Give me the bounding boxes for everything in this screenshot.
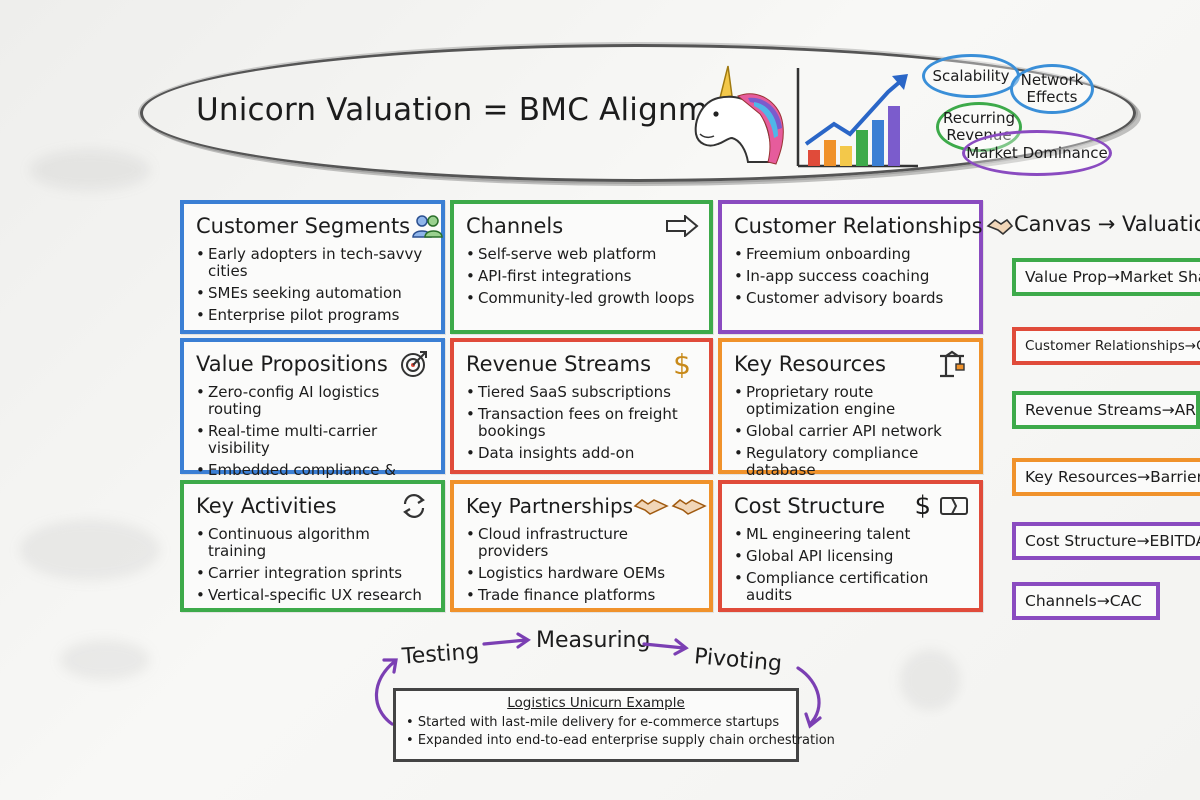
side-tag-customer-relationships: Customer Relationships→Churn [1012,327,1200,365]
list-item: Global API licensing [734,548,969,566]
card-title: Customer Segments [196,214,411,238]
example-item: • Expanded into end-to-ead enterprise su… [406,733,835,748]
list-item: SMEs seeking automation [196,285,431,303]
list-item: Transaction fees on freight bookings [466,406,699,440]
example-box: Logistics Unicurn Example • Started with… [393,688,835,762]
refresh-icon [397,492,431,520]
card-customer-segments: Customer Segments Early adopters in tech… [180,200,445,334]
list-item: Real-time multi-carrier visibility [196,423,431,457]
card-title: Key Activities [196,494,337,518]
card-title: Customer Relationships [734,214,983,238]
card-title: Channels [466,214,564,238]
card-key-activities: Key Activities Continuous algorithm trai… [180,480,445,612]
handshake-pair-icon [633,492,707,520]
card-key-partnerships: Key Partnerships Cloud infrastructure pr… [450,480,713,612]
list-item: Self-serve web platform [466,246,699,264]
arrow-left-loop [374,660,396,726]
card-revenue-streams: Revenue Streams $ Tiered SaaS subscripti… [450,338,713,474]
list-item: Global carrier API network [734,423,969,441]
side-tag-channels: Channels→CAC [1012,582,1160,620]
bubble-scalability: Scalability [922,54,1020,98]
list-item: ML engineering talent [734,526,969,544]
dollar-wallet-icon: $ [903,491,969,521]
list-item: Community-led growth loops [466,290,699,308]
card-channels: Channels Self-serve web platform API-fir… [450,200,713,334]
handshake-icon [983,212,1017,240]
list-item: Trade finance platforms [466,587,699,605]
flow-step-measuring: Measuring [536,628,651,653]
growth-chart-icon [796,68,918,168]
arrow-sign-icon [665,212,699,240]
list-item: In-app success coaching [734,268,969,286]
side-tag-key-resources: Key Resources→Barriers [1012,458,1200,496]
card-value-propositions: Value Propositions Zero-config AI logist… [180,338,445,496]
unicorn-growth-illustration [694,65,918,168]
side-tag-value-prop: Value Prop→Market Share [1012,258,1200,296]
people-icon [410,212,444,240]
side-tag-cost-structure: Cost Structure→EBITDA [1012,522,1200,560]
flow-arrows [374,632,822,729]
card-title: Cost Structure [734,494,886,518]
card-title: Revenue Streams [466,352,652,376]
list-item: Proprietary route optimization engine [734,384,969,418]
bubble-network-effects: Network Effects [1010,64,1094,114]
list-item: API-first integrations [466,268,699,286]
list-item: Carrier integration sprints [196,565,431,583]
list-item: Compliance certification audits [734,570,969,604]
side-tag-revenue-streams: Revenue Streams→ARR [1012,391,1200,429]
page-title: Unicorn Valuation = BMC Alignment [196,92,760,128]
list-item: Data insights add-on [466,445,699,463]
arrow-testing-to-measuring [482,638,528,646]
example-item: • Started with last-mile delivery for e-… [406,715,780,730]
card-title: Value Propositions [196,352,388,376]
list-item: Tiered SaaS subscriptions [466,384,699,402]
dollar-icon: $ [673,347,691,381]
list-item: Vertical-specific UX research [196,587,431,605]
list-item: Cloud infrastructure providers [466,526,699,560]
list-item: Continuous algorithm training [196,526,431,560]
arrow-measuring-to-pivoting [642,642,686,650]
target-icon [397,350,431,378]
bubble-market-dominance: Market Dominance [962,130,1112,176]
unicorn-icon [694,65,784,165]
list-item: Zero-config AI logistics routing [196,384,431,418]
card-title: Key Partnerships [466,494,634,518]
list-item: Customer advisory boards [734,290,969,308]
list-item: Freemium onboarding [734,246,969,264]
card-title: Key Resources [734,352,886,376]
side-panel-title: Canvas → Valuation D [1014,212,1200,236]
card-cost-structure: Cost Structure $ ML engineering talent G… [718,480,983,612]
crane-icon [935,350,969,378]
list-item: Early adopters in tech-savvy cities [196,246,431,280]
title-oval [140,44,1136,182]
card-customer-relationships: Customer Relationships Freemium onboardi… [718,200,1013,334]
list-item: Regulatory compliance database [734,445,969,479]
list-item: Enterprise pilot programs [196,307,431,325]
example-title: Logistics Unicurn Example [507,695,685,711]
arrow-pivoting-down [796,666,821,726]
list-item: Logistics hardware OEMs [466,565,699,583]
card-key-resources: Key Resources Proprietary route optimiza… [718,338,983,479]
